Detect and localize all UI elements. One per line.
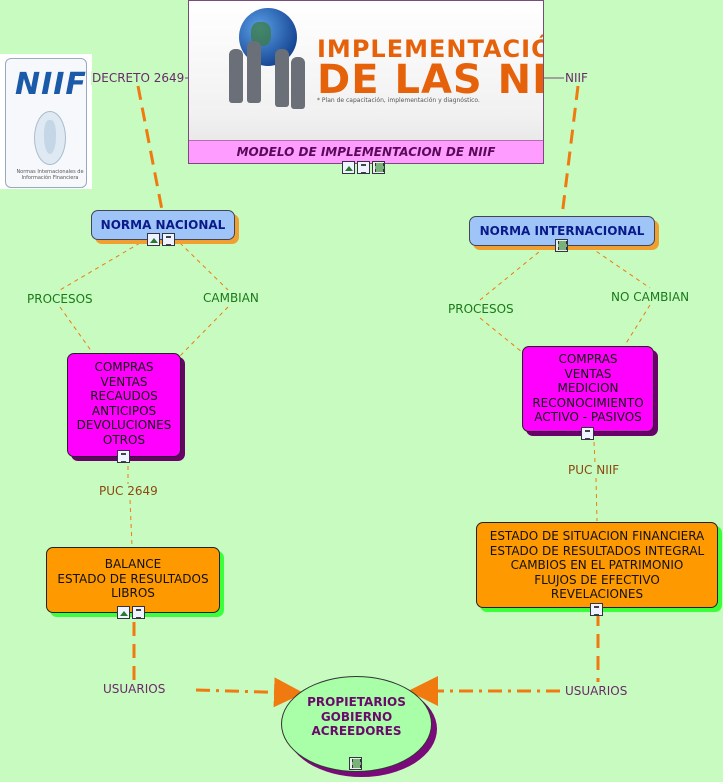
image-icon[interactable]	[117, 606, 130, 619]
link-label-procesos-left: PROCESOS	[26, 292, 94, 306]
logo-word: NIIF	[15, 67, 87, 102]
norma-nacional-label: NORMA NACIONAL	[100, 218, 226, 232]
link-label-puc-2649: PUC 2649	[98, 484, 159, 498]
logo-frame: NIIF Normas Internacionales de Informaci…	[5, 58, 87, 188]
logo-tagline: Normas Internacionales de Información Fi…	[16, 169, 84, 181]
norma-internacional-icons	[555, 239, 568, 252]
procesos-nacional-label: COMPRAS VENTAS RECAUDOS ANTICIPOS DEVOLU…	[76, 360, 172, 447]
banner-subtitle: * Plan de capacitación, implementación y…	[317, 97, 480, 104]
usuarios-label: PROPIETARIOS GOBIERNO ACREEDORES	[307, 695, 406, 739]
link-decreto-nacional	[136, 85, 164, 211]
figure-icon	[229, 49, 243, 103]
banner-icons	[342, 161, 385, 174]
globe-map-icon	[34, 111, 66, 165]
film-icon[interactable]	[349, 757, 362, 770]
image-icon[interactable]	[342, 161, 355, 174]
banner-title-line1: IMPLEMENTACIÓN	[317, 35, 543, 63]
estados-internacional-label: ESTADO DE SITUACION FINANCIERA ESTADO DE…	[489, 529, 705, 602]
banner-title-line2: DE LAS NIIF	[317, 57, 544, 103]
banner-caption: MODELO DE IMPLEMENTACION DE NIIF	[189, 140, 543, 163]
estados-nacional-node[interactable]: BALANCE ESTADO DE RESULTADOS LIBROS	[46, 547, 220, 613]
document-icon[interactable]	[590, 603, 603, 616]
document-icon[interactable]	[581, 427, 594, 440]
document-icon[interactable]	[357, 161, 370, 174]
link-niif-internacional	[560, 85, 580, 217]
link-label-no-cambian: NO CAMBIAN	[610, 290, 691, 304]
implementation-banner[interactable]: IMPLEMENTACIÓN DE LAS NIIF * Plan de cap…	[188, 0, 544, 164]
link-label-cambian: CAMBIAN	[202, 291, 260, 305]
link-label-decreto: DECRETO 2649	[91, 71, 186, 85]
norma-nacional-icons	[147, 233, 175, 246]
film-icon[interactable]	[372, 161, 385, 174]
link-label-usuarios-left: USUARIOS	[102, 682, 167, 696]
norma-internacional-label: NORMA INTERNACIONAL	[479, 224, 645, 238]
figure-icon	[247, 41, 261, 103]
usuarios-ellipse-node[interactable]: PROPIETARIOS GOBIERNO ACREEDORES	[281, 676, 432, 772]
image-icon[interactable]	[147, 233, 160, 246]
procesos-nacional-icons	[117, 450, 130, 463]
link-label-puc-niif: PUC NIIF	[567, 463, 621, 477]
estados-internacional-node[interactable]: ESTADO DE SITUACION FINANCIERA ESTADO DE…	[476, 522, 718, 608]
link-label-procesos-right: PROCESOS	[447, 302, 515, 316]
estados-nacional-icons	[117, 606, 145, 619]
link-label-usuarios-right: USUARIOS	[564, 684, 629, 698]
procesos-internacional-label: COMPRAS VENTAS MEDICION RECONOCIMIENTO A…	[532, 352, 644, 425]
film-icon[interactable]	[555, 239, 568, 252]
estados-internacional-icons	[590, 603, 603, 616]
procesos-internacional-node[interactable]: COMPRAS VENTAS MEDICION RECONOCIMIENTO A…	[522, 346, 654, 432]
arrow-usuarios-left	[195, 677, 304, 708]
document-icon[interactable]	[162, 233, 175, 246]
figure-icon	[291, 57, 305, 109]
document-icon[interactable]	[117, 450, 130, 463]
procesos-nacional-node[interactable]: COMPRAS VENTAS RECAUDOS ANTICIPOS DEVOLU…	[67, 353, 181, 457]
procesos-internacional-icons	[581, 427, 594, 440]
estados-nacional-label: BALANCE ESTADO DE RESULTADOS LIBROS	[57, 557, 209, 601]
link-label-niif: NIIF	[564, 71, 589, 85]
usuarios-icons	[349, 757, 362, 770]
figure-icon	[275, 49, 289, 107]
niif-logo: NIIF Normas Internacionales de Informaci…	[0, 54, 92, 189]
document-icon[interactable]	[132, 606, 145, 619]
